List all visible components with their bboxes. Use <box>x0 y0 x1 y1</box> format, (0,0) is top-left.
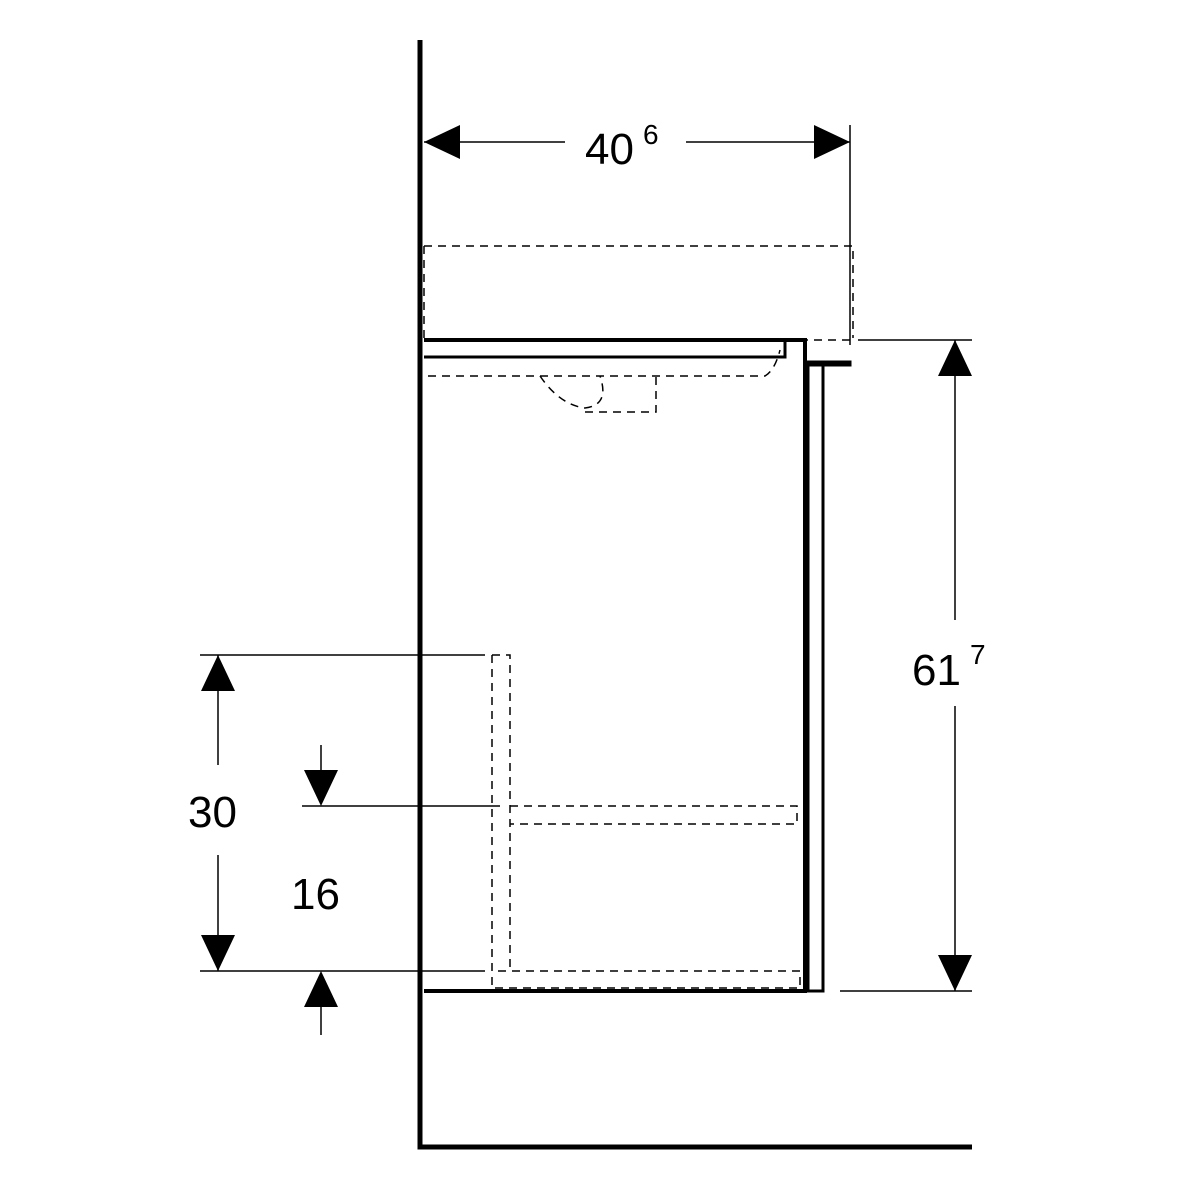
dim-line-height <box>840 339 972 992</box>
cabinet-body <box>424 338 807 993</box>
height-label-sup: 7 <box>970 639 986 670</box>
drawer-outline <box>491 654 801 989</box>
dim-line-drawer <box>200 654 500 1035</box>
drawer-height-label: 30 <box>188 788 237 837</box>
basin-bowl <box>428 349 781 413</box>
countertop-underside <box>424 340 787 359</box>
width-label: 40 <box>585 125 634 174</box>
dim-line-width <box>424 125 851 345</box>
washbasin-outline <box>423 245 854 341</box>
width-label-sup: 6 <box>643 119 659 150</box>
height-label: 61 <box>912 646 961 695</box>
arrowheads <box>201 125 972 1007</box>
front-panel <box>806 360 852 993</box>
wall-and-floor <box>417 40 972 1150</box>
lower-offset-label: 16 <box>291 870 340 919</box>
